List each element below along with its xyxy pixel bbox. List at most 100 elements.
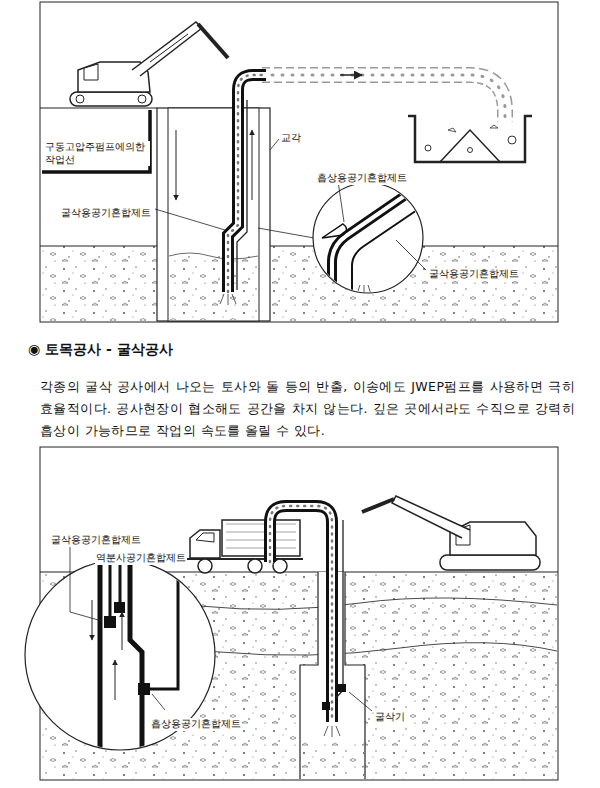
part-label-holder: 굴삭용공기혼합제트 [428, 262, 528, 281]
bottom-figure-part [270, 506, 332, 722]
top-figure-part-part [357, 285, 371, 295]
part-label-holder: 교각 [280, 126, 320, 145]
bottom-figure-part [270, 506, 332, 722]
top-figure-part [448, 125, 498, 132]
top-figure-part [42, 110, 150, 172]
top-figure-part [338, 181, 344, 222]
top-figure-part [176, 130, 177, 200]
part-label-holder: 구동고압주펌프에의한 작업선 [44, 141, 150, 167]
bottom-figure-part [362, 499, 394, 512]
top-figure-part [155, 209, 225, 230]
part-label: 굴삭기 [374, 711, 406, 724]
section-heading: ◉ 토목공사 - 굴삭공사 [28, 341, 173, 359]
top-figure-part [313, 183, 423, 293]
part-label: 흡상용공기혼합제트 [316, 172, 408, 185]
top-figure-part [168, 108, 259, 321]
top-figure-part [40, 2, 558, 322]
bottom-figure-part-part [119, 560, 122, 604]
part-label-holder: 흡상용공기혼합제트 [316, 166, 416, 185]
top-figure-part [258, 228, 314, 238]
body-note: 각종의 굴삭 공사에서 나오는 토사와 돌 등의 반출, 이송에도 JWEP펌프… [40, 376, 575, 442]
top-figure-part [84, 64, 98, 80]
top-figure-part [150, 34, 188, 62]
top-figure-part [198, 24, 228, 58]
top-figure-part [322, 192, 420, 300]
bottom-figure-part-part [130, 560, 142, 760]
top-figure-part [408, 116, 532, 162]
part-label-holder: 흡상용공기혼합제트 [150, 712, 250, 731]
top-figure-part [169, 256, 258, 320]
bottom-figure-part [440, 555, 540, 570]
bottom-figure-part [190, 530, 220, 558]
top-figure-part [252, 130, 253, 200]
bottom-figure-part [226, 524, 296, 548]
bottom-figure-part-part [114, 602, 125, 613]
top-figure-part [228, 75, 266, 292]
part-label-holder: 굴삭용공기혼합제트 [60, 201, 160, 220]
part-label: 흡상용공기혼합제트 [150, 718, 242, 731]
top-figure-part [41, 246, 557, 321]
top-figure-part [262, 75, 505, 122]
bottom-figure-part [338, 684, 346, 692]
bottom-figure-part-part [150, 560, 178, 689]
part-label: 교각 [280, 132, 302, 145]
top-figure-part [228, 75, 266, 292]
top-figure-part [40, 108, 157, 109]
top-figure-part [132, 22, 202, 76]
top-figure-part [76, 95, 84, 103]
part-label-holder: 역분사공기혼합제트 [95, 546, 195, 565]
top-figure-part [262, 75, 505, 122]
bottom-figure-part-part [109, 560, 112, 616]
bottom-figure-part [198, 559, 212, 573]
top-figure-part [425, 145, 431, 151]
top-figure-part [228, 75, 266, 292]
bottom-figure-part [270, 506, 332, 722]
bottom-figure-part [196, 533, 214, 542]
bottom-figure-part [91, 560, 178, 773]
top-figure-part [138, 95, 146, 103]
bottom-figure-part [324, 726, 340, 737]
bottom-figure-part-part [115, 660, 116, 700]
top-figure-part [508, 136, 516, 144]
part-label-holder: 굴삭기 [374, 705, 424, 724]
bottom-figure-part-part [92, 600, 93, 640]
top-figure-part [237, 100, 247, 290]
top-figure-part-part [322, 224, 347, 238]
top-figure-part-part [332, 192, 410, 300]
bottom-figure-part-part [138, 683, 150, 695]
top-figure-part [340, 74, 362, 76]
bottom-figure-part [301, 742, 364, 778]
top-figure-part [40, 246, 558, 247]
bottom-figure-part [120, 560, 121, 600]
top-figure-part [396, 240, 426, 270]
body-note-holder: 각종의 굴삭 공사에서 나오는 토사와 돌 등의 반출, 이송에도 JWEP펌프… [40, 376, 575, 442]
bottom-figure-part [349, 692, 372, 711]
bottom-figure-part [222, 520, 300, 556]
top-figure-part [169, 253, 258, 259]
bottom-figure-part-part [104, 616, 116, 628]
bottom-figure-part [322, 702, 330, 710]
top-figure-part [468, 148, 473, 153]
part-label: 굴삭용공기혼합제트 [50, 534, 142, 547]
bottom-figure-part [248, 559, 262, 573]
bottom-figure-part [336, 520, 343, 698]
top-figure [40, 2, 558, 322]
top-figure-part [270, 139, 279, 150]
part-label: 구동고압주펌프에의한 작업선 [44, 141, 150, 166]
part-label-holder: 굴삭용공기혼합제트 [50, 528, 150, 547]
bottom-figure-part [152, 694, 165, 710]
top-figure-part [220, 294, 236, 305]
bottom-figure-part-part [122, 612, 123, 650]
part-label: 굴삭용공기혼합제트 [60, 207, 152, 220]
top-figure-part-part [332, 192, 410, 300]
part-label: 역분사공기혼합제트 [95, 552, 187, 565]
top-figure-part [262, 75, 505, 122]
top-figure-part [70, 92, 152, 106]
bottom-figure [25, 447, 558, 780]
top-figure-part [440, 130, 500, 162]
section-heading-holder: ◉ 토목공사 - 굴삭공사 [28, 339, 348, 359]
bottom-figure-part-part [98, 560, 103, 760]
bottom-figure-part [392, 496, 470, 538]
bottom-figure-part-part [91, 762, 109, 773]
